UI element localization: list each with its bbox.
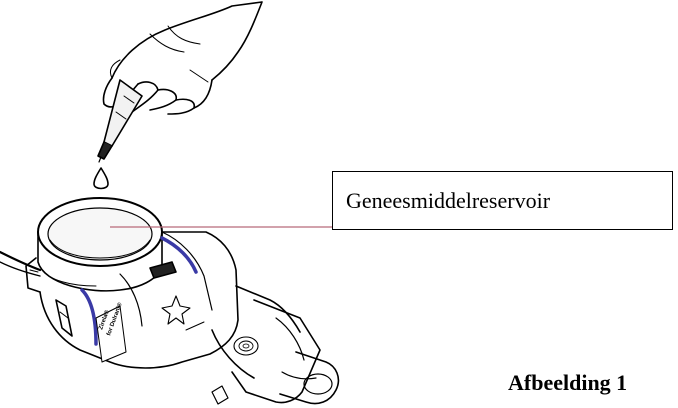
mouthpiece: [212, 286, 338, 404]
callout-label: Geneesmiddelreservoir: [346, 188, 550, 214]
figure-caption: Afbeelding 1: [508, 370, 627, 396]
callout-label-box: Geneesmiddelreservoir: [332, 171, 673, 230]
tubing: [0, 252, 40, 276]
nebulizer-body: [26, 198, 238, 368]
